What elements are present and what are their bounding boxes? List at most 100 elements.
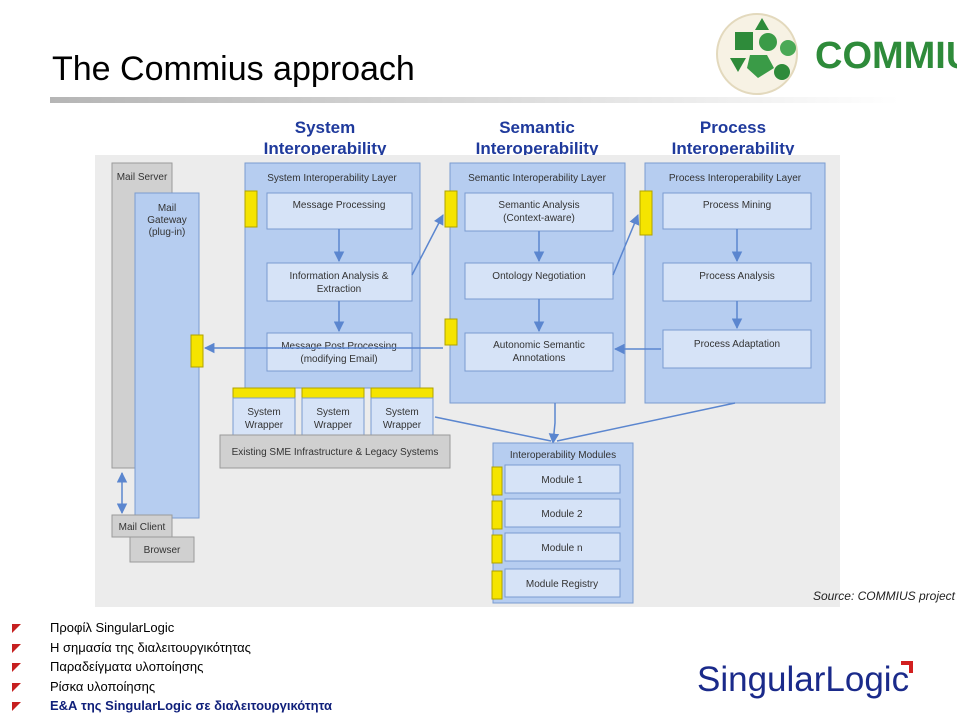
modules-title: Interoperability Modules xyxy=(510,450,616,461)
column-head-line2: Interoperability xyxy=(671,139,795,158)
bullet-icon xyxy=(12,702,21,711)
existing-infra-label: Existing SME Infrastructure & Legacy Sys… xyxy=(232,447,439,458)
wrapper-line2: Wrapper xyxy=(314,420,353,431)
process-mining-label: Process Mining xyxy=(703,200,771,211)
architecture-diagram: Mail Server Mail Gateway (plug-in) Mail … xyxy=(95,155,840,607)
line-system-to-modules xyxy=(434,416,552,442)
process-mining-box xyxy=(662,192,812,230)
wrapper-line1: System xyxy=(316,407,349,418)
column-head-system: System Interoperability xyxy=(240,117,410,159)
logo-square-shape xyxy=(735,32,753,50)
wrapper-line1: System xyxy=(247,407,280,418)
page-title: The Commius approach xyxy=(52,50,415,88)
ontology-negotiation-label: Ontology Negotiation xyxy=(492,271,585,282)
mail-server-label: Mail Server xyxy=(117,172,168,183)
system-layer-connector xyxy=(244,190,258,228)
wrapper-connector xyxy=(232,387,296,399)
wrapper-connector xyxy=(301,387,365,399)
line-process-to-modules xyxy=(556,402,736,442)
logo-circle-shape xyxy=(759,33,777,51)
module-label: Module n xyxy=(541,543,582,554)
mail-gateway-line3: (plug-in) xyxy=(149,227,186,238)
singularlogic-logo: SingularLogic xyxy=(697,660,913,699)
semantic-mid-connector xyxy=(444,318,458,346)
semantic-analysis-box xyxy=(464,192,614,232)
browser-label: Browser xyxy=(144,545,181,556)
gateway-connector xyxy=(190,334,204,368)
module-box xyxy=(504,464,621,494)
process-analysis-label: Process Analysis xyxy=(699,271,775,282)
process-adaptation-box xyxy=(662,329,812,369)
column-head-process: Process Interoperability xyxy=(648,117,818,159)
nav-item-risks[interactable]: Ρίσκα υλοποίησης xyxy=(12,677,332,697)
nav-item-profile[interactable]: Προφίλ SingularLogic xyxy=(12,618,332,638)
module-box xyxy=(504,498,621,528)
autonomic-semantic-box xyxy=(464,332,614,372)
system-layer-label: System Interoperability Layer xyxy=(267,173,397,184)
logo-ring-shape xyxy=(780,40,796,56)
module-registry-label: Module Registry xyxy=(526,579,598,590)
logo-star-shape xyxy=(755,18,769,30)
bullet-icon xyxy=(12,643,21,653)
message-processing-box xyxy=(266,192,413,230)
message-processing-label: Message Processing xyxy=(293,200,386,211)
arrow-to-modules xyxy=(548,403,560,445)
browser-box xyxy=(129,536,195,563)
module-registry-box xyxy=(504,568,621,598)
process-analysis-box xyxy=(662,262,812,302)
bullet-icon xyxy=(12,682,21,692)
module-label: Module 2 xyxy=(541,509,583,520)
mail-client-label: Mail Client xyxy=(119,522,166,533)
logo-gear-shape xyxy=(774,64,790,80)
wrapper-connector xyxy=(370,387,434,399)
nav-item-rnd[interactable]: Ε&Α της SingularLogic σε διαλειτουργικότ… xyxy=(12,696,332,716)
column-head-line1: Process xyxy=(699,118,767,137)
module-label: Module 1 xyxy=(541,475,583,486)
message-post-processing-box xyxy=(266,332,413,372)
system-wrapper-box xyxy=(370,397,434,437)
arrow-system-to-semantic xyxy=(411,214,444,276)
semantic-analysis-line1: Semantic Analysis xyxy=(498,200,579,211)
title-underline xyxy=(50,97,900,103)
module-connector xyxy=(491,534,503,564)
mail-gateway-line1: Mail xyxy=(158,203,176,214)
wrapper-line1: System xyxy=(385,407,418,418)
wrapper-line2: Wrapper xyxy=(245,420,284,431)
logo-pentagon-shape xyxy=(747,55,774,78)
existing-infra-box xyxy=(219,434,451,469)
semantic-analysis-line2: (Context-aware) xyxy=(503,213,575,224)
nav-item-label: Προφίλ SingularLogic xyxy=(50,620,175,635)
nav-list: Προφίλ SingularLogic Η σημασία της διαλε… xyxy=(12,618,332,716)
autonomic-semantic-line1: Autonomic Semantic xyxy=(493,340,585,351)
autonomic-semantic-line2: Annotations xyxy=(513,353,566,364)
process-left-connector xyxy=(639,190,653,236)
commius-logo: COMMIUS xyxy=(716,13,957,95)
system-wrapper-box xyxy=(301,397,365,437)
singularlogic-wordmark: SingularLogic xyxy=(697,660,909,699)
information-analysis-box xyxy=(266,262,413,302)
wrapper-line2: Wrapper xyxy=(383,420,422,431)
logo-triangle-shape xyxy=(730,58,746,72)
column-head-semantic: Semantic Interoperability xyxy=(452,117,622,159)
message-post-processing-line1: Message Post Processing xyxy=(281,341,397,352)
ontology-negotiation-box xyxy=(464,262,614,300)
bullet-icon xyxy=(12,663,21,672)
column-head-line2: Interoperability xyxy=(263,139,387,158)
nav-item-importance[interactable]: Η σημασία της διαλειτουργικότητας xyxy=(12,638,332,658)
module-box xyxy=(504,532,621,562)
module-connector xyxy=(491,500,503,530)
commius-wordmark: COMMIUS xyxy=(815,35,957,77)
mail-gateway-panel xyxy=(134,192,200,519)
source-caption: Source: COMMIUS project xyxy=(812,589,955,603)
nav-item-label: Ρίσκα υλοποίησης xyxy=(50,678,156,694)
logo-corner-mark xyxy=(901,661,913,673)
process-layer-label: Process Interoperability Layer xyxy=(669,173,802,184)
module-connector xyxy=(491,570,503,600)
system-wrapper-box xyxy=(232,397,296,437)
arrow-semantic-to-process xyxy=(612,214,640,276)
nav-item-label: Ε&Α της SingularLogic σε διαλειτουργικότ… xyxy=(50,698,333,713)
column-head-line2: Interoperability xyxy=(475,139,599,158)
message-post-processing-line2: (modifying Email) xyxy=(300,354,377,365)
nav-item-examples[interactable]: Παραδείγματα υλοποίησης xyxy=(12,657,332,677)
nav-item-label: Η σημασία της διαλειτουργικότητας xyxy=(50,639,251,655)
